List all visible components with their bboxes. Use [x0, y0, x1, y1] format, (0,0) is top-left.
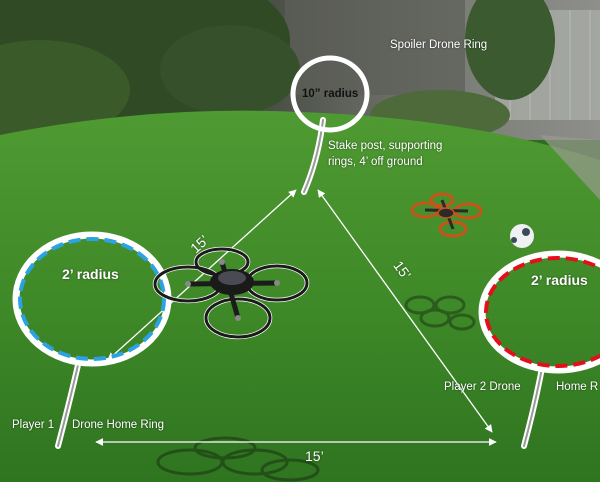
quadcopter-drone-icon: [152, 246, 310, 340]
patio: [540, 135, 600, 200]
spoiler-ring: [290, 55, 370, 133]
dimension-bottom-label: 15’: [305, 448, 324, 464]
player2-ring: [478, 250, 600, 374]
player2-label: Player 2 Drone: [444, 381, 521, 393]
soccer-ball-icon: [510, 224, 534, 248]
small-quadcopter-icon: [410, 192, 483, 238]
player2-ring-label: Home R: [556, 381, 599, 393]
spoiler-ring-label: Spoiler Drone Ring: [390, 39, 488, 51]
player2-radius-label: 2’ radius: [531, 272, 588, 288]
drone-shadow-bottom: [156, 436, 320, 482]
player1-ring-label: Drone Home Ring: [72, 419, 165, 431]
stake-note-line2: rings, 4’ off ground: [328, 156, 423, 168]
fence-panel: [285, 0, 465, 95]
dim-line-left: [107, 189, 297, 361]
stake-note-line1: Stake post, supporting: [328, 140, 443, 152]
player1-label: Player 1: [12, 419, 55, 431]
dim-line-right: [317, 189, 493, 433]
player1-radius-label: 2’ radius: [62, 266, 119, 282]
spoiler-radius-label: 10” radius: [302, 88, 359, 100]
